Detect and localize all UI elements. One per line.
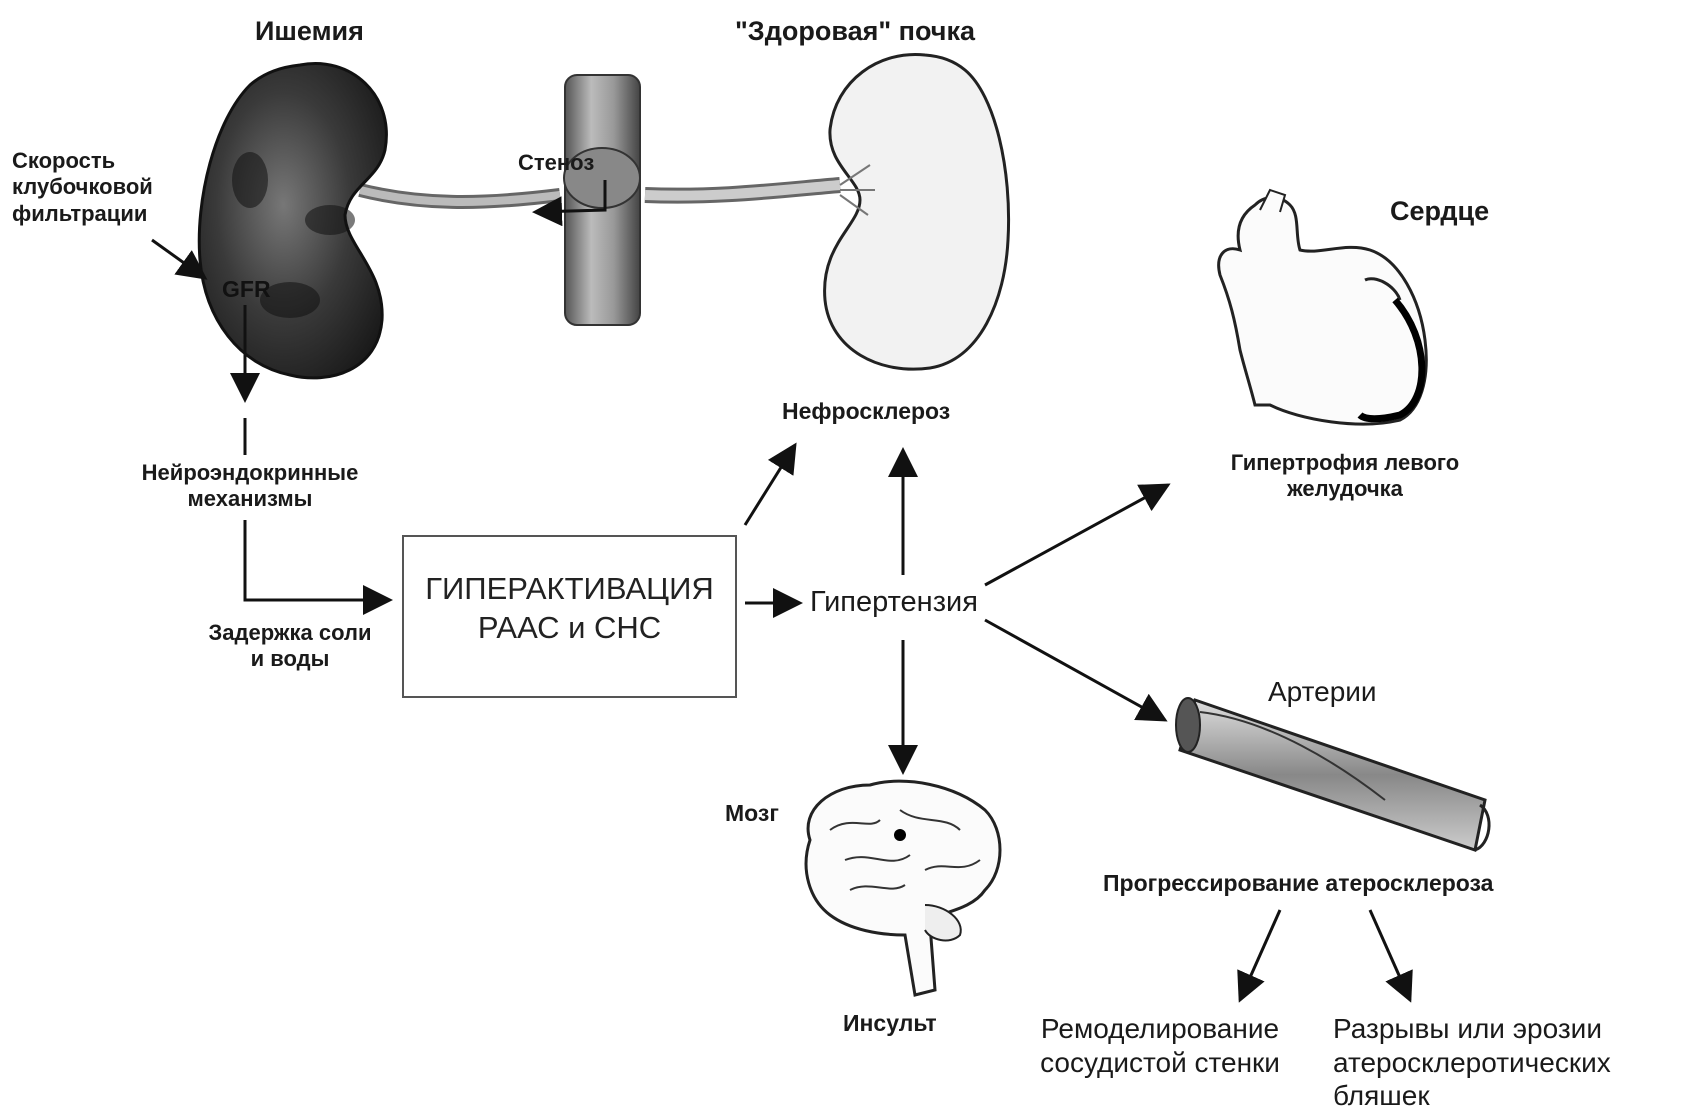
neuroendocrine-line-1: Нейроэндокринные (115, 460, 385, 486)
brain-label: Мозг (725, 800, 779, 828)
ruptures-line-2: атеросклеротических (1333, 1046, 1611, 1080)
stenosis-label: Стеноз (518, 150, 594, 176)
arrow-hypertension-to-arteries (985, 620, 1165, 720)
atherosclerosis-label: Прогрессирование атеросклероза (1103, 870, 1493, 898)
gfr-label: GFR (222, 276, 271, 304)
healthy-kidney-label: "Здоровая" почка (735, 15, 975, 47)
heart-label: Сердце (1390, 195, 1489, 227)
hyperactivation-line-1: ГИПЕРАКТИВАЦИЯ (402, 570, 737, 609)
lv-hypertrophy-line-1: Гипертрофия левого (1185, 450, 1505, 476)
gfr-title-line-1: Скорость (12, 148, 153, 174)
stroke-label: Инсульт (843, 1010, 937, 1038)
hyperactivation-line-2: РААС и СНС (402, 609, 737, 648)
salt-water-line-1: Задержка соли (180, 620, 400, 646)
hyperactivation-text: ГИПЕРАКТИВАЦИЯ РААС и СНС (402, 570, 737, 648)
ruptures-line-1: Разрывы или эрозии (1333, 1012, 1611, 1046)
gfr-title-line-2: клубочковой (12, 174, 153, 200)
lv-hypertrophy-label: Гипертрофия левого желудочка (1185, 450, 1505, 503)
artery-illustration (1176, 698, 1489, 850)
gfr-pointer-arrow (152, 240, 205, 278)
gfr-title-line-3: фильтрации (12, 201, 153, 227)
arrow-to-remodeling (1240, 910, 1280, 1000)
arrow-neuroendocrine-to-box (245, 520, 390, 600)
remodeling-line-2: сосудистой стенки (1010, 1046, 1310, 1080)
arrow-hypertension-to-heart (985, 485, 1168, 585)
ruptures-line-3: бляшек (1333, 1079, 1611, 1113)
remodeling-label: Ремоделирование сосудистой стенки (1010, 1012, 1310, 1079)
hypertension-label: Гипертензия (810, 585, 978, 620)
ischemia-label: Ишемия (255, 15, 364, 47)
healthy-kidney-illustration (825, 54, 1009, 369)
arrow-to-nephrosclerosis (745, 445, 795, 525)
gfr-title-label: Скорость клубочковой фильтрации (12, 148, 153, 227)
lv-hypertrophy-line-2: желудочка (1185, 476, 1505, 502)
neuroendocrine-line-2: механизмы (115, 486, 385, 512)
neuroendocrine-label: Нейроэндокринные механизмы (115, 460, 385, 513)
ruptures-label: Разрывы или эрозии атеросклеротических б… (1333, 1012, 1611, 1113)
remodeling-line-1: Ремоделирование (1010, 1012, 1310, 1046)
arrow-to-ruptures (1370, 910, 1410, 1000)
nephrosclerosis-label: Нефросклероз (782, 398, 950, 426)
salt-water-line-2: и воды (180, 646, 400, 672)
ischemic-kidney-illustration (199, 63, 386, 377)
salt-water-label: Задержка соли и воды (180, 620, 400, 673)
arteries-label: Артерии (1268, 675, 1377, 709)
brain-illustration (806, 781, 1000, 995)
aorta-illustration (564, 75, 640, 325)
